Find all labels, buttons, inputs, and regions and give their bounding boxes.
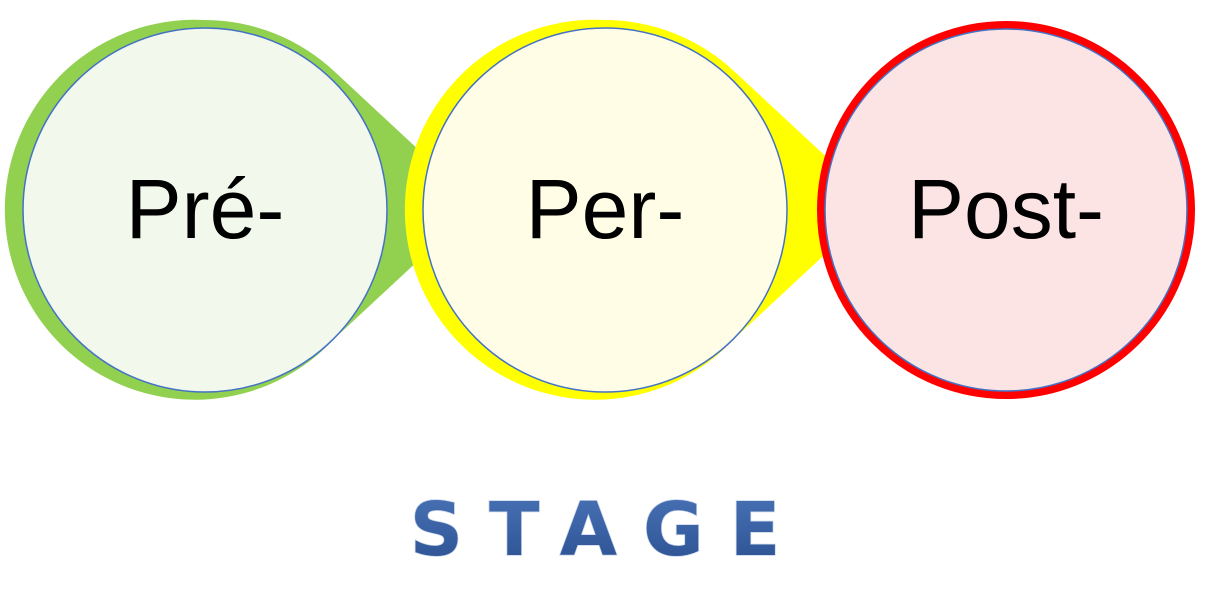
stage-pre-label: Pré- <box>126 162 285 256</box>
stage-per-label: Per- <box>526 162 685 256</box>
stage-post-ring <box>817 21 1195 399</box>
stage-pre: Pré- <box>4 19 479 400</box>
stage-post-circle <box>824 28 1188 392</box>
stage-per: Per- <box>404 19 878 400</box>
stage-pre-circle <box>22 27 388 393</box>
stage-post: Post- <box>817 21 1195 399</box>
stage-caption: STAGE <box>410 487 807 573</box>
stage-post-label: Post- <box>908 162 1104 256</box>
stage-per-circle <box>422 27 788 393</box>
